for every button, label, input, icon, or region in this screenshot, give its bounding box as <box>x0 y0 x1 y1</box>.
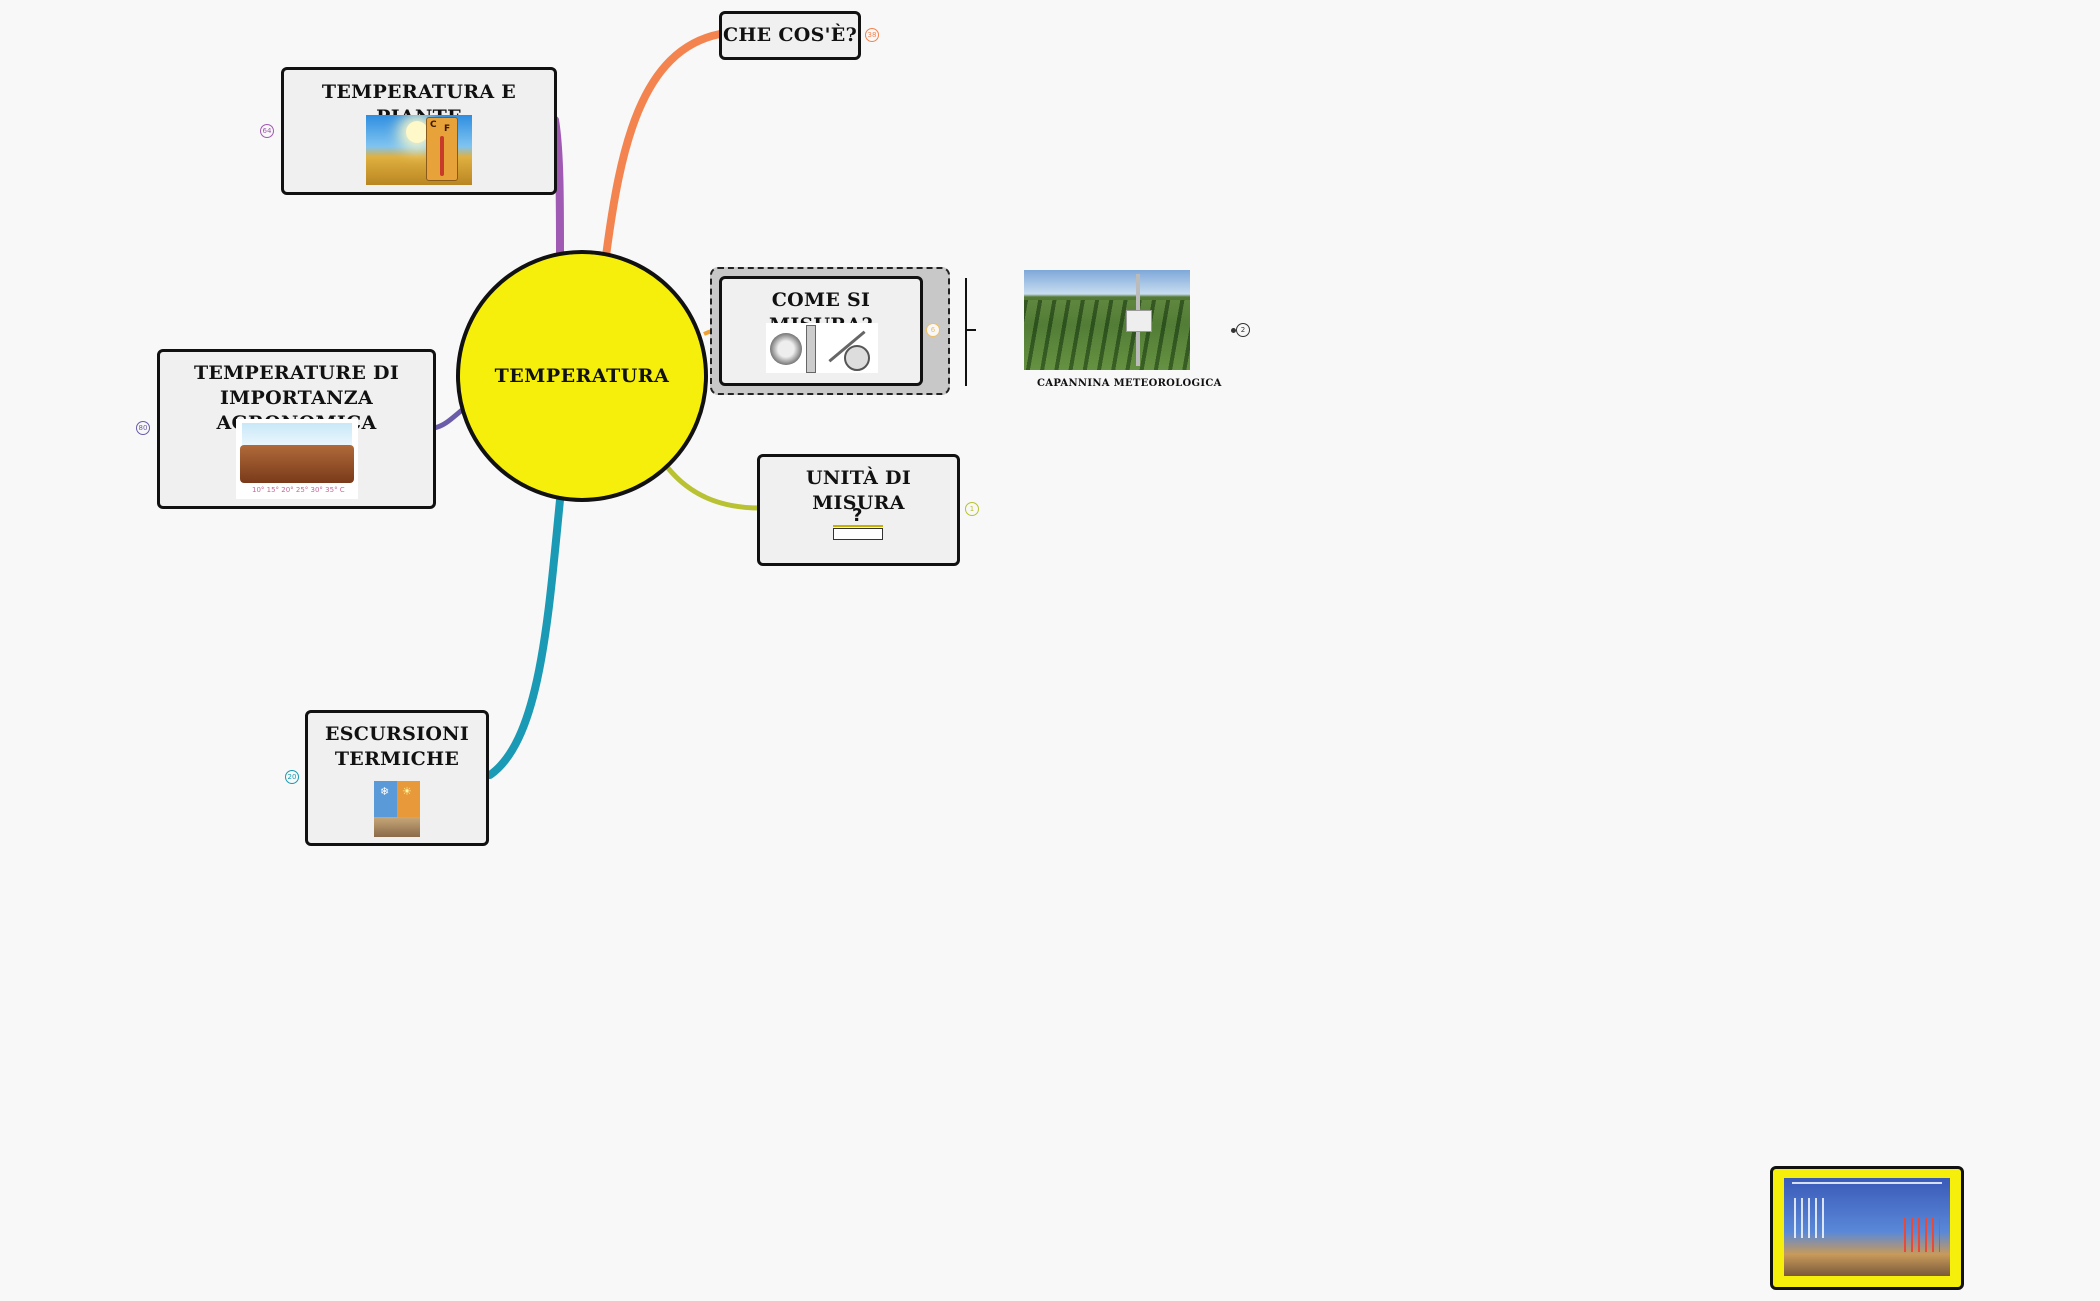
thermometer-label-f: F <box>444 124 451 134</box>
topic-temperature-agronomica[interactable]: TEMPERATURE DI IMPORTANZA AGRONOMICA 10°… <box>157 349 436 509</box>
day-night-image: ❄ ☀ <box>374 781 420 837</box>
subtopic-count[interactable]: 2 <box>1236 323 1250 337</box>
connector-che-cose <box>602 30 724 260</box>
round-thermometer-icon <box>844 345 870 371</box>
soil-plants-image: 10° 15° 20° 25° 30° 35° C <box>236 419 358 499</box>
topic-che-cose-count[interactable]: 38 <box>865 28 879 42</box>
central-topic[interactable]: TEMPERATURA <box>456 250 708 502</box>
connector-temperature-agronomica <box>433 408 464 431</box>
overview-thumbnail-image <box>1784 1178 1950 1276</box>
glass-thermometer-icon <box>806 325 816 373</box>
measure-question-mark: ? <box>852 505 863 526</box>
snowflake-icon: ❄ <box>380 785 390 798</box>
topic-come-si-misura[interactable]: COME SI MISURA? <box>719 276 923 386</box>
thermometer-label-c: C <box>430 120 437 130</box>
topic-unita-misura-count[interactable]: 1 <box>965 502 979 516</box>
thermometer-icon: C F <box>426 117 458 181</box>
central-topic-label: TEMPERATURA <box>494 365 670 387</box>
sun-small-icon: ☀ <box>402 785 412 798</box>
topic-temperatura-piante[interactable]: TEMPERATURA E PIANTE C F <box>281 67 557 195</box>
wheat-thermometer-image: C F <box>366 115 472 185</box>
topic-escursioni-termiche[interactable]: ESCURSIONI TERMICHE ❄ ☀ <box>305 710 489 846</box>
dial-thermometer-icon <box>770 333 802 365</box>
capannina-meteorologica-caption: CAPANNINA METEOROLOGICA <box>1037 378 1222 389</box>
thermometers-image <box>766 323 878 373</box>
subtopic-collapse-dot[interactable] <box>1231 328 1236 333</box>
topic-temperatura-piante-count[interactable]: 64 <box>260 124 274 138</box>
sun-icon <box>406 121 428 143</box>
connector-escursioni-termiche <box>486 496 564 779</box>
agronomic-scale-label: 10° 15° 20° 25° 30° 35° C <box>252 486 345 494</box>
overview-thumbnail[interactable] <box>1770 1166 1964 1290</box>
topic-escursioni-termiche-count[interactable]: 20 <box>285 770 299 784</box>
topic-escursioni-termiche-title-line1: ESCURSIONI <box>324 723 470 745</box>
capannina-meteorologica-image[interactable] <box>1024 270 1190 370</box>
measure-ruler-icon: ? <box>833 505 885 540</box>
topic-unita-misura-title: UNITÀ DI MISURA <box>805 467 912 514</box>
topic-unita-misura[interactable]: UNITÀ DI MISURA ? <box>757 454 960 566</box>
topic-temperature-agronomica-count[interactable]: 80 <box>136 421 150 435</box>
subtopic-bracket <box>965 278 976 386</box>
topic-temperature-agronomica-title-line1: TEMPERATURE DI <box>193 362 400 384</box>
topic-che-cose-title: CHE COS'È? <box>723 24 857 46</box>
connector-unita-misura <box>665 465 763 511</box>
topic-come-si-misura-count[interactable]: 6 <box>926 323 940 337</box>
topic-escursioni-termiche-title-line2: TERMICHE <box>334 748 460 770</box>
topic-che-cose[interactable]: CHE COS'È? <box>719 11 861 60</box>
